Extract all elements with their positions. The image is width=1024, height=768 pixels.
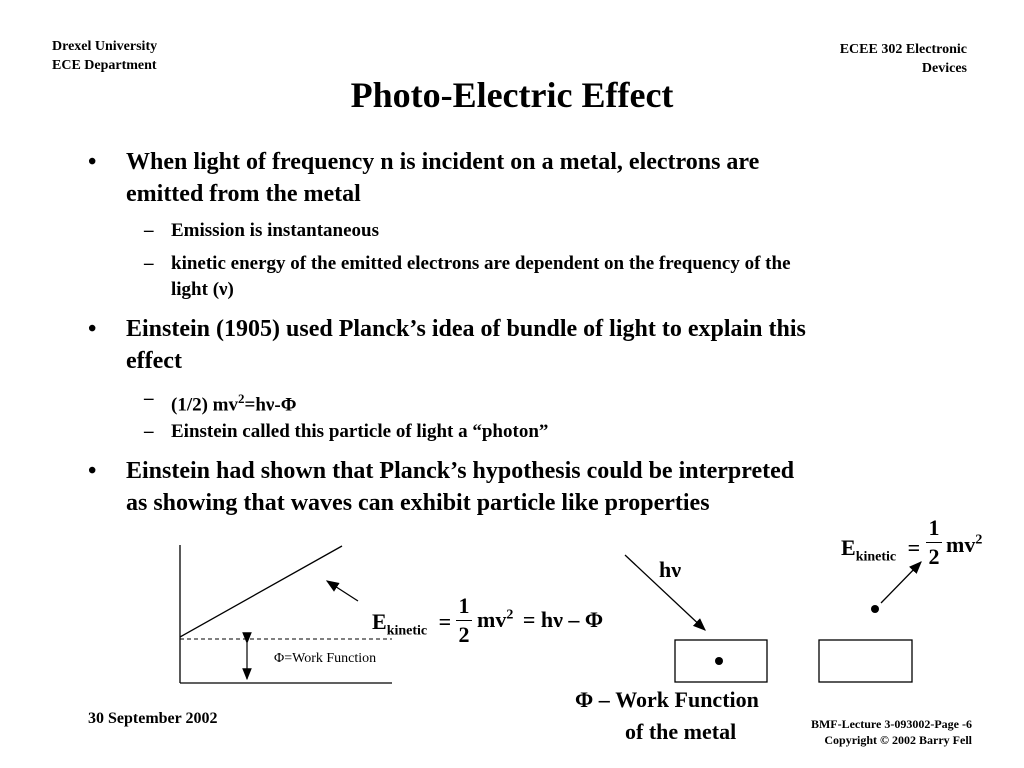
dash-marker: – <box>144 421 154 442</box>
equals-sign: = <box>907 535 921 560</box>
half-fraction: 1 2 <box>456 594 472 647</box>
page-number: BMF-Lecture 3-093002-Page -6 <box>810 717 972 731</box>
caption-line1: Φ – Work Function <box>575 687 759 712</box>
kinetic-subscript: kinetic <box>855 549 897 565</box>
energy-symbol: E <box>841 535 856 560</box>
energy-symbol: E <box>372 609 387 634</box>
electron-velocity-arrow <box>880 561 922 604</box>
kinetic-energy-equation-right: Ekinetic = <box>841 535 920 565</box>
bullet-1: • When light of frequency n is incident … <box>88 146 760 210</box>
bullet-3: • Einstein had shown that Planck’s hypot… <box>88 455 795 519</box>
work-function-label: Φ=Work Function <box>274 651 377 666</box>
caption-line2: of the metal <box>625 719 737 744</box>
bullet-2: • Einstein (1905) used Planck’s idea of … <box>88 313 806 377</box>
mv-exponent: 2 <box>975 532 983 548</box>
kinetic-subscript: kinetic <box>386 623 428 639</box>
bullet-2-line1: Einstein (1905) used Planck’s idea of bu… <box>126 316 806 342</box>
half-fraction-right: 1 2 <box>926 516 942 569</box>
sub-bullet-1-1-text: Emission is instantaneous <box>171 220 380 241</box>
bound-electron <box>715 657 723 665</box>
sub-bullet-1-2-line1: kinetic energy of the emitted electrons … <box>171 253 791 274</box>
equals-sign: = <box>438 609 452 634</box>
mv-term-right: mv2 <box>946 532 982 558</box>
equation-suffix: =hν-Φ <box>244 394 297 416</box>
bullet-3-line1: Einstein had shown that Planck’s hypothe… <box>126 458 795 484</box>
header-right: ECEE 302 Electronic Devices <box>840 40 967 78</box>
sub-bullet-2-1: – (1/2) mv2=hν-Φ <box>144 386 296 418</box>
metal-block-right <box>818 639 913 683</box>
footer-right: BMF-Lecture 3-093002-Page -6 Copyright ©… <box>811 716 972 748</box>
photon-arrow <box>624 554 706 631</box>
bullet-1-line2: emitted from the metal <box>126 181 361 207</box>
kinetic-energy-equation: Ekinetic = <box>372 609 451 639</box>
fraction-denominator: 2 <box>458 622 470 647</box>
sub-bullet-2-2: – Einstein called this particle of light… <box>144 419 549 445</box>
dash-marker: – <box>144 388 154 409</box>
sub-bullet-1-2-line2: light (ν) <box>171 279 234 300</box>
bullet-marker: • <box>88 458 97 484</box>
header-left: Drexel University ECE Department <box>52 37 157 75</box>
bullet-marker: • <box>88 149 97 175</box>
copyright: Copyright © 2002 Barry Fell <box>824 733 972 747</box>
kinetic-energy-line <box>179 545 343 638</box>
bullet-marker: • <box>88 316 97 342</box>
course-name-line1: ECEE 302 Electronic <box>839 42 967 57</box>
pointer-arrow <box>325 580 359 602</box>
fraction-numerator: 1 <box>928 515 940 540</box>
sub-bullet-1-2: – kinetic energy of the emitted electron… <box>144 251 791 303</box>
bullet-2-line2: effect <box>126 348 182 374</box>
fraction-denominator: 2 <box>928 544 940 569</box>
emitted-electron <box>871 605 879 613</box>
slide-title: Photo-Electric Effect <box>350 75 674 115</box>
course-name-line2: Devices <box>921 61 967 76</box>
sub-bullet-2-1-text: (1/2) mv2=hν-Φ <box>171 386 296 418</box>
equation-rest: = hν – Φ <box>522 607 604 632</box>
equation-rhs: mv2 = hν – Φ <box>477 607 603 633</box>
sub-bullet-1-1: – Emission is instantaneous <box>144 218 380 244</box>
mv-term: mv <box>946 532 976 557</box>
university-name: Drexel University <box>52 39 158 54</box>
work-function-caption: Φ – Work Function of the metal <box>575 684 759 748</box>
bullet-1-line1: When light of frequency n is incident on… <box>126 149 760 175</box>
equation-prefix: (1/2) mv <box>171 394 239 416</box>
metal-block-left <box>674 639 768 683</box>
department-name: ECE Department <box>52 58 157 73</box>
footer-date: 30 September 2002 <box>88 710 218 727</box>
mv-term: mv <box>477 607 507 632</box>
bullet-3-line2: as showing that waves can exhibit partic… <box>126 490 710 516</box>
fraction-numerator: 1 <box>458 593 470 618</box>
mv-exponent: 2 <box>506 607 514 623</box>
sub-bullet-2-2-text: Einstein called this particle of light a… <box>171 421 549 442</box>
dash-marker: – <box>144 220 154 241</box>
equation-exponent: 2 <box>238 391 245 406</box>
photon-label: hν <box>659 557 682 582</box>
dash-marker: – <box>144 253 154 274</box>
